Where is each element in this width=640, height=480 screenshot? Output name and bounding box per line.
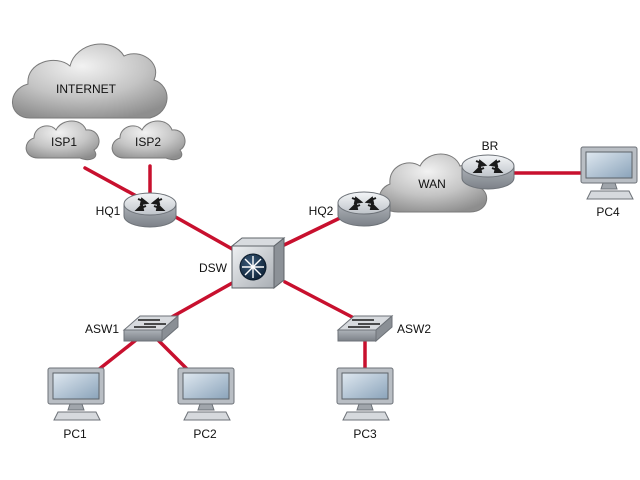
- link-isp1-hq1: [83, 166, 142, 200]
- internet-label: INTERNET: [56, 82, 117, 96]
- link-dsw-asw2: [283, 280, 354, 319]
- switch-arrows-icon: [134, 319, 166, 328]
- link-hq1-dsw: [170, 213, 236, 252]
- links: [83, 164, 584, 372]
- monitor-screen-icon: [52, 372, 100, 400]
- link-asw1-pc1: [96, 338, 138, 372]
- router-arrows-icon: [134, 197, 166, 211]
- keyboard-icon: [586, 190, 634, 200]
- dsw-label: DSW: [199, 261, 228, 275]
- isp2-label: ISP2: [135, 135, 161, 149]
- pc4-label: PC4: [596, 205, 620, 219]
- router-br[interactable]: BR: [461, 139, 515, 190]
- hq1-label: HQ1: [96, 204, 121, 218]
- router-arrows-icon: [348, 196, 380, 210]
- keyboard-icon: [183, 411, 231, 421]
- wan-cloud: WAN: [379, 153, 487, 213]
- isp2-cloud: ISP2: [111, 120, 186, 161]
- switch-asw2[interactable]: ASW2: [336, 314, 431, 343]
- pc-pc4[interactable]: PC4: [580, 146, 638, 219]
- pc-pc3[interactable]: PC3: [336, 367, 394, 441]
- monitor-screen-icon: [585, 151, 633, 179]
- keyboard-icon: [342, 411, 390, 421]
- br-label: BR: [482, 139, 499, 153]
- asw2-label: ASW2: [397, 322, 431, 336]
- switch-asw1[interactable]: ASW1: [85, 314, 180, 343]
- pc-pc2[interactable]: PC2: [177, 367, 235, 441]
- asw1-label: ASW1: [85, 322, 119, 336]
- hq2-label: HQ2: [309, 204, 334, 218]
- pc3-label: PC3: [353, 427, 377, 441]
- pc-pc1[interactable]: PC1: [47, 367, 105, 441]
- isp1-cloud: ISP1: [25, 120, 100, 161]
- monitor-screen-icon: [341, 372, 389, 400]
- internet-cloud: INTERNET: [12, 43, 168, 119]
- dsw-arrows-icon: [242, 256, 264, 278]
- isp1-label: ISP1: [51, 135, 77, 149]
- monitor-screen-icon: [182, 372, 230, 400]
- router-hq2[interactable]: HQ2: [309, 191, 391, 227]
- link-dsw-hq2: [280, 216, 342, 248]
- pc1-label: PC1: [63, 427, 87, 441]
- router-hq1[interactable]: HQ1: [96, 192, 177, 228]
- keyboard-icon: [53, 411, 101, 421]
- router-arrows-icon: [472, 159, 504, 173]
- link-dsw-asw1: [168, 280, 236, 320]
- link-asw1-pc2: [156, 338, 190, 372]
- wan-label: WAN: [418, 177, 446, 191]
- multilayer-switch-dsw[interactable]: DSW: [199, 236, 286, 290]
- switch-arrows-icon: [348, 319, 380, 328]
- pc2-label: PC2: [193, 427, 217, 441]
